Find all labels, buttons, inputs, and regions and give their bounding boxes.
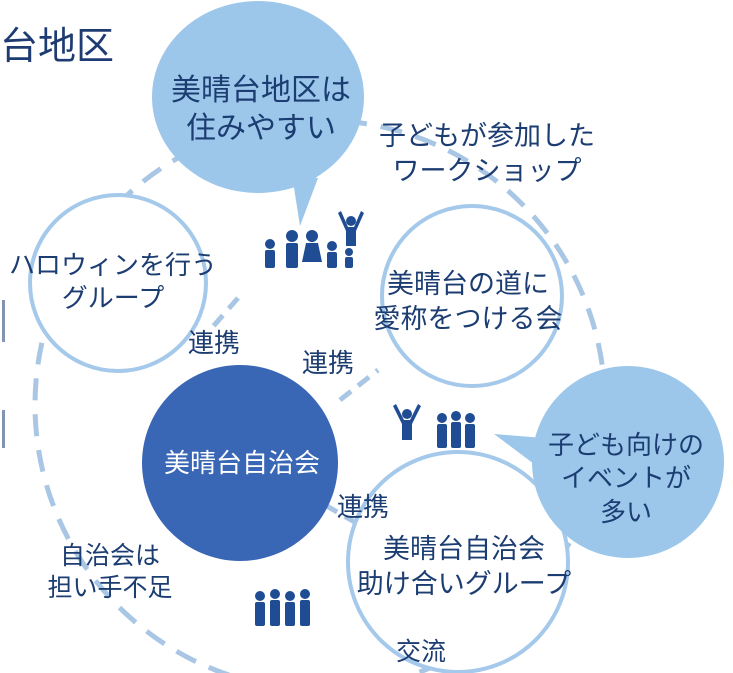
help-group-circle: [346, 450, 570, 673]
people-group-icon: [255, 589, 310, 626]
link-label-renkei-3: 連携: [337, 493, 390, 523]
link-label-renkei-1: 連携: [188, 329, 241, 359]
road-naming-group-circle: [380, 204, 564, 388]
link-label-koryu: 交流: [396, 637, 447, 666]
workshop-label: 子どもが参加した ワークショップ: [379, 121, 595, 187]
speech-bubble-many-events: [494, 366, 724, 558]
bubble-many-events-text: 子ども向けの イベントが 多い: [547, 431, 704, 528]
cropped-edge-mark: [2, 300, 5, 342]
center-association-circle: [142, 365, 338, 561]
child-cheer-icon: [338, 211, 364, 246]
child-cheer-icon: [393, 404, 421, 440]
halloween-group-circle: [28, 193, 208, 373]
link-dash-road: [338, 368, 380, 402]
center-association-label: 美晴台自治会: [163, 449, 320, 479]
link-dash-help: [323, 502, 367, 531]
road-naming-group-label: 美晴台の道に 愛称をつける会: [373, 269, 563, 335]
halloween-group-label: ハロウィンを行う グループ: [8, 251, 217, 315]
page-title: 台地区: [0, 24, 115, 68]
family-icon: [265, 230, 353, 268]
shortage-label: 自治会は 担い手不足: [47, 541, 173, 602]
people-group-icon: [437, 411, 475, 448]
link-dash-halloween: [208, 296, 240, 332]
link-label-renkei-2: 連携: [302, 349, 355, 379]
cropped-edge-mark: [2, 410, 5, 448]
help-group-label: 美晴台自治会 助け合いグループ: [356, 534, 572, 600]
speech-bubble-easy-living: [152, 1, 364, 226]
bubble-easy-living-text: 美晴台地区は 住みやすい: [171, 73, 351, 147]
